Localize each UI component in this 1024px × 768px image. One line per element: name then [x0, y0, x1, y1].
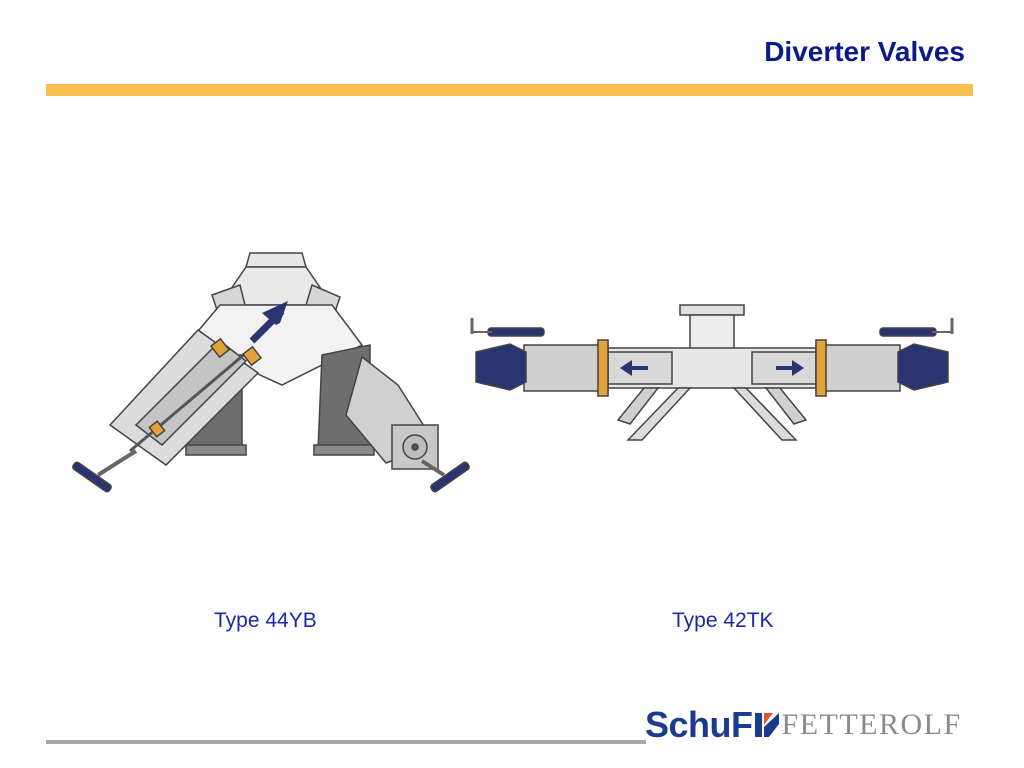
left-flow-arrow-icon [620, 360, 648, 376]
valve-42tk-body [470, 304, 954, 441]
footer-rule [46, 740, 646, 744]
valve-42tk-drawing [470, 304, 954, 441]
slide-title: Diverter Valves [764, 36, 965, 67]
flow-arrow-icon [249, 301, 288, 344]
right-flow-arrow-icon [776, 360, 804, 376]
logo-primary-text: SchuF [645, 704, 753, 745]
caption-type-44yb: Type 44YB [214, 609, 317, 632]
logo-secondary-text: FETTEROLF [781, 708, 962, 741]
accent-rule [46, 84, 973, 96]
valve-44yb-body [72, 252, 470, 493]
caption-type-42tk: Type 42TK [672, 609, 774, 632]
schuf-logo-mark-icon [754, 713, 779, 737]
valve-44yb-drawing [72, 252, 470, 493]
company-logo: SchuF FETTEROLF [645, 703, 975, 747]
